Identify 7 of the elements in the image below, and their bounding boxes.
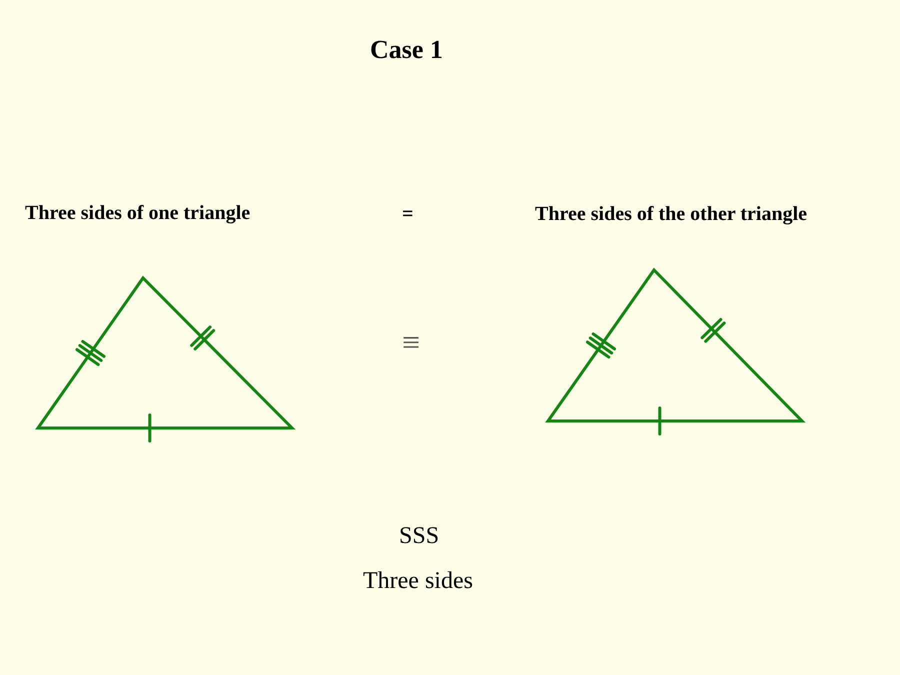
title: Case 1 [370,34,443,66]
caption-text: Three sides [363,567,473,596]
congruence-sign: ≡ [402,323,420,362]
side-label: Three sides of the other triangle [535,202,808,227]
side-label: Three sides of one triangle [25,201,250,226]
equals-sign: = [402,202,414,227]
abbreviation-label: SSS [399,522,440,551]
